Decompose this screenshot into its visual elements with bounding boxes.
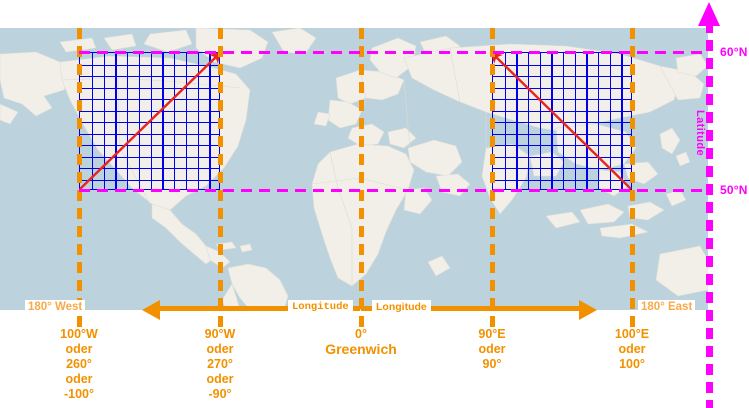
longitude-tick-90e: 90°E oder 90° bbox=[478, 327, 505, 372]
edge-label-180-west: 180° West bbox=[25, 300, 86, 314]
tick-line: 90° bbox=[482, 357, 502, 371]
tick-line: oder bbox=[206, 342, 234, 356]
tick-line: 90°W bbox=[204, 327, 236, 341]
latitude-tick-label-50n: 50°N bbox=[720, 183, 748, 197]
longitude-arrow-west-head bbox=[142, 300, 160, 320]
east-grid-diagonal-arrow bbox=[489, 50, 632, 190]
longitude-line-100w bbox=[77, 28, 83, 327]
longitude-line-90e bbox=[489, 28, 495, 327]
latitude-tick-label-60n: 60°N bbox=[720, 45, 748, 59]
longitude-arrow-east-head bbox=[579, 300, 597, 320]
longitude-arrow-east-bar bbox=[361, 305, 579, 311]
edge-label-180-east: 180° East bbox=[638, 300, 696, 314]
tick-line: 260° bbox=[66, 357, 92, 371]
tick-line: oder bbox=[478, 342, 506, 356]
tick-line: 100° bbox=[619, 357, 645, 371]
longitude-label-west: Longitude bbox=[288, 300, 353, 314]
longitude-arrow-west-bar bbox=[160, 305, 360, 311]
tick-line: oder bbox=[618, 342, 646, 356]
latitude-axis-label: Latitude bbox=[694, 110, 706, 156]
tick-line: 90°E bbox=[478, 327, 506, 341]
tick-line: oder bbox=[65, 372, 93, 386]
longitude-line-90w bbox=[218, 28, 224, 327]
west-grid-diagonal-arrow bbox=[79, 50, 223, 190]
latitude-axis-arrowhead bbox=[698, 2, 720, 26]
tick-line: 0° bbox=[355, 327, 367, 341]
greenwich-label: Greenwich bbox=[325, 341, 397, 357]
tick-line: -100° bbox=[63, 387, 95, 401]
tick-line: oder bbox=[65, 342, 93, 356]
map-landmasses bbox=[0, 28, 708, 310]
latitude-line-60n bbox=[79, 50, 709, 54]
longitude-tick-90w: 90°W oder 270° oder -90° bbox=[205, 327, 236, 402]
latitude-axis-line bbox=[706, 22, 713, 408]
tick-line: 100°W bbox=[60, 327, 98, 341]
tick-line: 270° bbox=[207, 357, 233, 371]
longitude-tick-100w: 100°W oder 260° oder -100° bbox=[60, 327, 98, 402]
tick-line: oder bbox=[206, 372, 234, 386]
longitude-line-greenwich bbox=[358, 28, 364, 327]
longitude-tick-greenwich: 0° Greenwich bbox=[325, 327, 397, 357]
tick-line: -90° bbox=[208, 387, 232, 401]
tick-line: 100°E bbox=[614, 327, 650, 341]
longitude-tick-100e: 100°E oder 100° bbox=[615, 327, 649, 372]
latitude-line-50n bbox=[79, 188, 709, 192]
longitude-line-100e bbox=[629, 28, 635, 327]
longitude-label-east: Longitude bbox=[372, 300, 431, 314]
